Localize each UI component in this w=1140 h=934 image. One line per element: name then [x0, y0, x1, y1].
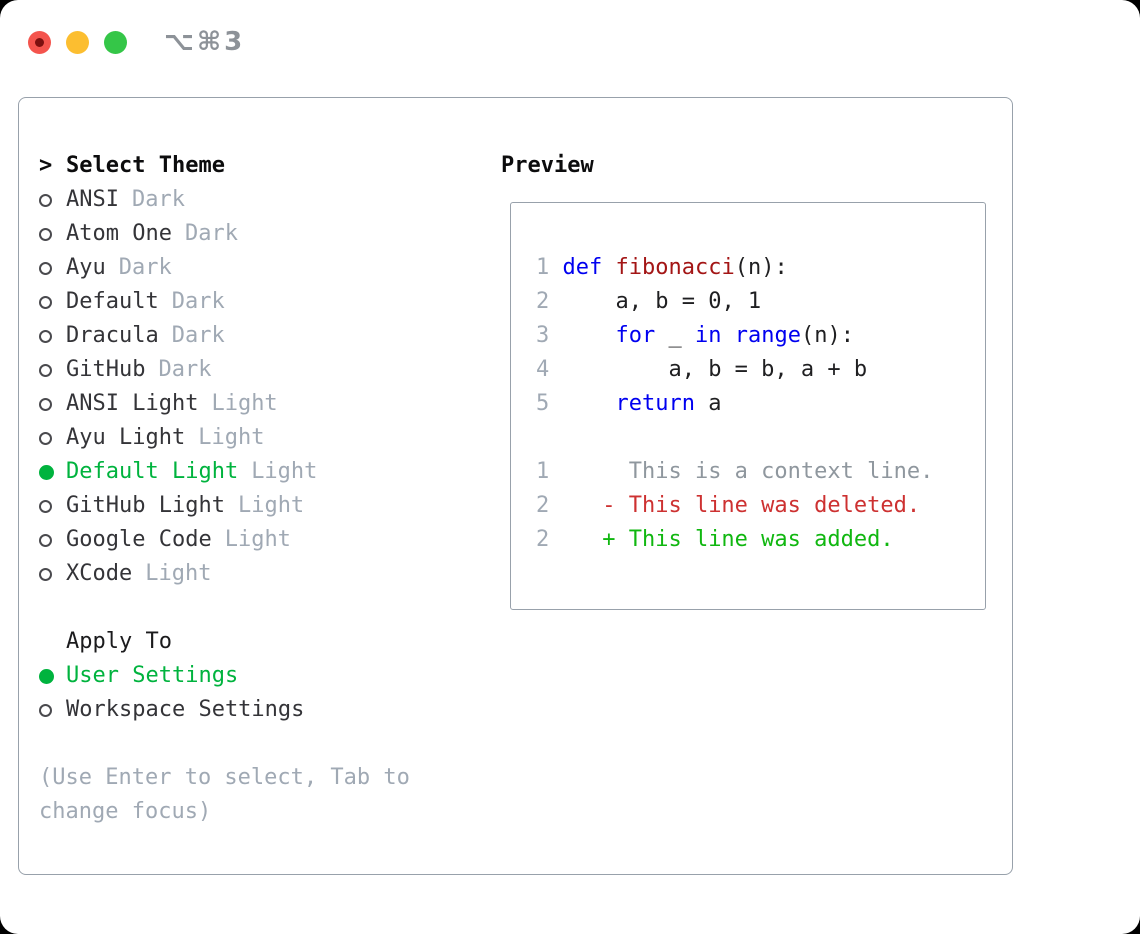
radio-icon — [39, 567, 66, 581]
line-number: 3 — [536, 323, 550, 348]
radio-icon — [39, 227, 66, 241]
line-number: 1 — [536, 459, 550, 484]
code-preview: 1 def fibonacci(n): 2 a, b = 0, 1 3 for _ … — [536, 251, 985, 421]
line-number: 2 — [536, 493, 550, 518]
radio-icon — [39, 703, 66, 717]
diff-line-deleted: 2 - This line was deleted. — [536, 489, 985, 523]
select-theme-title: Select Theme — [66, 153, 225, 178]
theme-option-xcode[interactable]: XCode Light — [39, 557, 479, 591]
radio-icon — [39, 261, 66, 275]
radio-icon — [39, 329, 66, 343]
radio-icon — [39, 397, 66, 411]
apply-option-workspace-settings[interactable]: Workspace Settings — [39, 693, 479, 727]
spacer — [39, 591, 479, 625]
option-label: Dracula — [66, 323, 159, 348]
diff-preview: 1 This is a context line.2 - This line w… — [536, 455, 985, 557]
line-number: 1 — [536, 255, 550, 280]
diff-line-context: 1 This is a context line. — [536, 455, 985, 489]
diff-text: This is a context line. — [549, 459, 934, 484]
theme-option-github[interactable]: GitHub Dark — [39, 353, 479, 387]
focus-caret-icon: > — [39, 153, 53, 178]
code-line: 2 a, b = 0, 1 — [536, 289, 762, 314]
variant-tag: Light — [145, 561, 212, 586]
apply-to-title: Apply To — [66, 629, 172, 654]
option-label: Ayu — [66, 255, 106, 280]
blank-line — [536, 421, 985, 455]
option-label: XCode — [66, 561, 133, 586]
variant-tag: Dark — [158, 357, 212, 382]
diff-text: + This line was added. — [549, 527, 894, 552]
option-label: ANSI Light — [66, 391, 199, 416]
variant-tag: Dark — [171, 323, 225, 348]
variant-tag: Light — [251, 459, 318, 484]
line-number: 4 — [536, 357, 550, 382]
option-label: Default Light — [66, 459, 239, 484]
selected-radio-icon — [39, 464, 66, 480]
option-label: Google Code — [66, 527, 212, 552]
option-label: ANSI — [66, 187, 119, 212]
option-label: Ayu Light — [66, 425, 186, 450]
theme-option-google-code[interactable]: Google Code Light — [39, 523, 479, 557]
apply-option-user-settings[interactable]: User Settings — [39, 659, 479, 693]
variant-tag: Light — [237, 493, 305, 518]
variant-tag: Light — [198, 425, 265, 450]
radio-icon — [39, 193, 66, 207]
variant-tag: Dark — [184, 221, 238, 246]
close-button[interactable] — [28, 30, 51, 54]
theme-option-github-light[interactable]: GitHub Light Light — [39, 489, 479, 523]
minimize-button[interactable] — [66, 30, 89, 54]
option-label: Default — [66, 289, 159, 314]
theme-option-atom-one[interactable]: Atom One Dark — [39, 217, 479, 251]
preview-title: Preview — [501, 153, 594, 178]
code-line: 4 a, b = b, a + b — [536, 357, 868, 382]
option-label: GitHub Light — [66, 493, 225, 518]
radio-icon — [39, 295, 66, 309]
option-label: User Settings — [66, 663, 239, 688]
theme-option-ansi[interactable]: ANSI Dark — [39, 183, 479, 217]
help-text: (Use Enter to select, Tab to change focu… — [39, 765, 410, 824]
code-line: 5 return a — [536, 391, 722, 416]
radio-icon — [39, 363, 66, 377]
variant-tag: Light — [224, 527, 291, 552]
theme-option-default[interactable]: Default Dark — [39, 285, 479, 319]
line-number: 2 — [536, 527, 550, 552]
zoom-button[interactable] — [104, 30, 127, 54]
apply-to-header: Apply To — [39, 625, 479, 659]
radio-icon — [39, 431, 66, 445]
theme-option-ayu[interactable]: Ayu Dark — [39, 251, 479, 285]
selected-radio-icon — [39, 668, 66, 684]
preview-box: 1 def fibonacci(n): 2 a, b = 0, 1 3 for _ … — [510, 202, 986, 610]
theme-option-dracula[interactable]: Dracula Dark — [39, 319, 479, 353]
variant-tag: Dark — [118, 255, 172, 280]
variant-tag: Dark — [171, 289, 225, 314]
theme-option-ansi-light[interactable]: ANSI Light Light — [39, 387, 479, 421]
code-line: 1 def fibonacci(n): — [536, 255, 788, 280]
diff-line-added: 2 + This line was added. — [536, 523, 985, 557]
radio-icon — [39, 533, 66, 547]
theme-option-default-light[interactable]: Default Light Light — [39, 455, 479, 489]
option-label: GitHub — [66, 357, 146, 382]
option-label: Atom One — [66, 221, 172, 246]
diff-text: - This line was deleted. — [549, 493, 921, 518]
titlebar: ⌥⌘3 — [28, 27, 245, 57]
option-label: Workspace Settings — [66, 697, 305, 722]
code-line: 3 for _ in range(n): — [536, 323, 854, 348]
line-number: 5 — [536, 391, 550, 416]
theme-option-ayu-light[interactable]: Ayu Light Light — [39, 421, 479, 455]
variant-tag: Light — [211, 391, 278, 416]
select-theme-header: > Select Theme — [39, 149, 479, 183]
line-number: 2 — [536, 289, 550, 314]
variant-tag: Dark — [131, 187, 185, 212]
window-title: ⌥⌘3 — [164, 27, 246, 57]
radio-icon — [39, 499, 66, 513]
